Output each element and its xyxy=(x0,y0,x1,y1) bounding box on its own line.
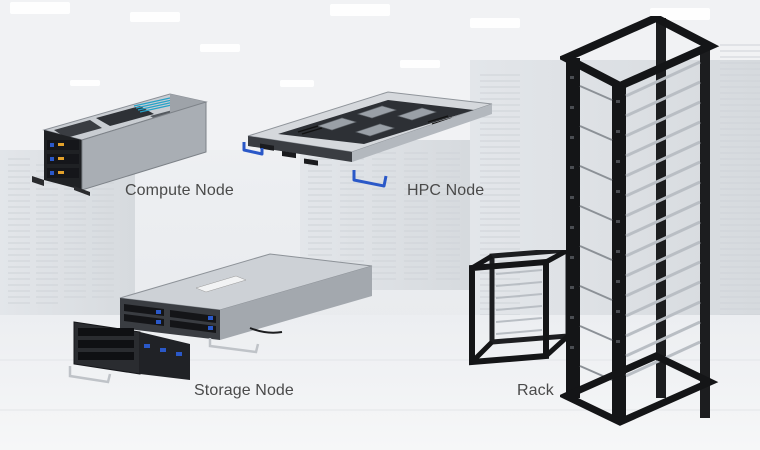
compute-node-label: Compute Node xyxy=(125,182,234,199)
open-frame-rack-small-icon xyxy=(469,250,571,366)
storage-node-server-icon xyxy=(68,253,373,384)
rack-label: Rack xyxy=(517,382,554,399)
hpc-node-label: HPC Node xyxy=(407,182,485,199)
server-rack-icon xyxy=(560,16,720,426)
hpc-node-server-icon xyxy=(242,91,493,188)
compute-node-server-icon xyxy=(32,93,208,196)
ceiling-lights xyxy=(10,2,710,87)
storage-node-label: Storage Node xyxy=(194,382,294,399)
